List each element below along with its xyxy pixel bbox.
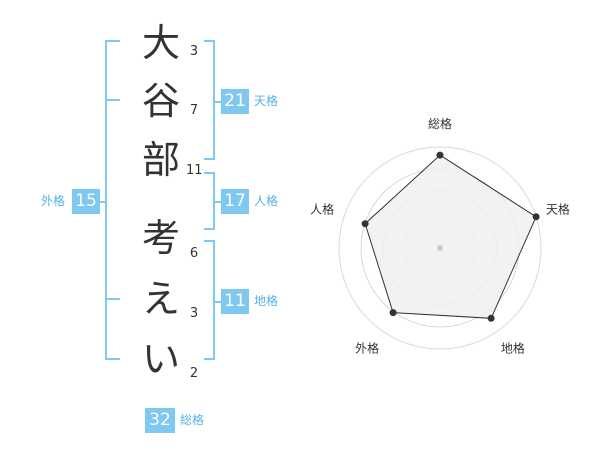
stroke-count-5: 3 bbox=[189, 306, 199, 321]
stroke-count-3: 11 bbox=[186, 163, 203, 178]
soukaku-badge: 32 bbox=[145, 408, 175, 433]
chikaku-label: 地格 bbox=[254, 294, 279, 308]
radar-polygon-layer bbox=[364, 154, 537, 319]
radar-axis-label-2: 天格 bbox=[546, 202, 570, 217]
name-char-3: 部 bbox=[141, 138, 180, 182]
gaikaku-label: 外格 bbox=[41, 194, 66, 208]
name-char-6: い bbox=[141, 337, 180, 381]
radar-point-5 bbox=[361, 220, 369, 228]
radar-axis-label-3: 地格 bbox=[501, 340, 525, 355]
name-char-2: 谷 bbox=[141, 79, 180, 123]
tenkaku-label: 天格 bbox=[254, 94, 279, 108]
radar-point-1 bbox=[436, 151, 444, 159]
gaikaku-badge: 15 bbox=[72, 189, 100, 214]
radar-polygon bbox=[364, 154, 537, 319]
radar-point-4 bbox=[389, 309, 397, 317]
name-char-4: 考 bbox=[141, 216, 180, 260]
jinkaku-label: 人格 bbox=[254, 194, 279, 208]
stroke-count-4: 6 bbox=[189, 246, 199, 261]
jinkaku-badge: 17 bbox=[221, 189, 249, 214]
radar-axis-label-5: 人格 bbox=[310, 202, 334, 217]
radar-axis-label-4: 外格 bbox=[355, 340, 379, 355]
radar-point-2 bbox=[532, 213, 540, 221]
name-char-1: 大 bbox=[141, 21, 180, 65]
radar-ring-1 bbox=[338, 146, 542, 350]
radar-center-dot bbox=[437, 245, 443, 251]
name-char-5: え bbox=[141, 277, 180, 321]
radar-axis-label-1: 総格 bbox=[428, 116, 452, 131]
stroke-count-1: 3 bbox=[189, 44, 199, 59]
stroke-count-6: 2 bbox=[189, 366, 199, 381]
radar-point-3 bbox=[487, 314, 495, 322]
soukaku-label: 総格 bbox=[180, 413, 205, 427]
tenkaku-badge: 21 bbox=[221, 89, 249, 114]
stroke-count-2: 7 bbox=[189, 103, 199, 118]
chikaku-badge: 11 bbox=[221, 289, 249, 314]
radar-points bbox=[361, 151, 540, 322]
